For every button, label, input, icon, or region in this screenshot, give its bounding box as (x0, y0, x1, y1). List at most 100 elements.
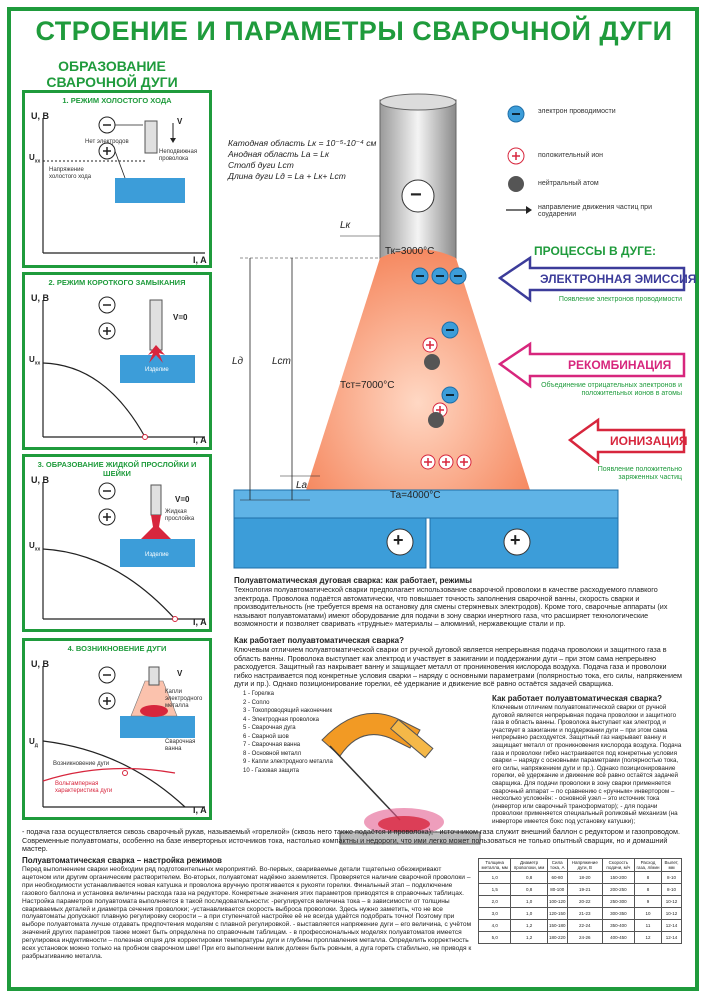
process-ionization-sub: Появление положительно заряженных частиц (597, 466, 682, 481)
y-axis-label: U, B (31, 659, 49, 669)
part-label: Изделие (145, 367, 169, 373)
process-recombination-sub: Объединение отрицательных электронов и п… (541, 382, 682, 397)
page-title: СТРОЕНИЕ И ПАРАМЕТРЫ СВАРОЧНОЙ ДУГИ (35, 16, 673, 46)
electrode-minus-sign: − (410, 184, 422, 206)
panel-title: 2. РЕЖИМ КОРОТКОГО ЗАМЫКАНИЯ (48, 278, 186, 287)
panel-liquid-layer: 3. ОБРАЗОВАНИЕ ЖИДКОЙ ПРОСЛОЙКИ И ШЕЙКИ … (22, 454, 212, 632)
panel-arc-ignition: 4. ВОЗНИКНОВЕНИЕ ДУГИ U, B I, A Uд V Кап… (22, 638, 212, 820)
section1-heading: Полуавтоматическая дуговая сварка: как р… (234, 576, 473, 585)
volt-ampere-curve (42, 362, 146, 438)
panel-title: 1. РЕЖИМ ХОЛОСТОГО ХОДА (62, 96, 172, 105)
section2-heading: Как работает полуавтоматическая сварка? (234, 636, 404, 645)
formula-anode: Анодная область Lа = Lк (228, 149, 329, 159)
volt-ampere-curve (42, 740, 186, 808)
process-emission-sub: Появление электронов проводимости (558, 296, 682, 303)
part-label: Изделие (145, 552, 169, 558)
workpiece (120, 716, 195, 738)
cathode-temp: Тк=3000°С (385, 246, 435, 257)
workpiece (120, 539, 195, 567)
v-label: V (177, 669, 183, 678)
lk-label: Lк (340, 220, 351, 231)
spark-icon (148, 345, 165, 363)
section3-body: Ключевым отличием полуавтоматической сва… (492, 704, 682, 825)
formula-column: Столб дуги Lст (228, 160, 294, 170)
section4-heading: Полуавтоматическая сварка – настройка ре… (22, 856, 222, 865)
wire-electrode (144, 120, 158, 154)
v-label: V=0 (173, 313, 188, 322)
weld-pool (140, 705, 168, 717)
section3-heading: Как работает полуавтоматическая сварка? (492, 694, 662, 703)
subtitle: ОБРАЗОВАНИЕ СВАРОЧНОЙ ДУГИ (46, 58, 178, 90)
note-arc-characteristic: Вольтамперная характеристика дуги (55, 781, 113, 794)
ud-label: Uд (29, 737, 38, 749)
legend-atom-label: нейтральный атом (538, 180, 599, 187)
x-axis-label: I, A (193, 435, 207, 445)
bottom-text: - подача газа осуществляется сквозь свар… (22, 827, 680, 854)
y-axis-label: U, B (31, 293, 49, 303)
volt-ampere-curve (42, 548, 176, 620)
plus-sign-left: + (393, 530, 404, 550)
legend-arrow-label: направление движения частиц при соударен… (538, 204, 652, 218)
note-liquid-layer: Жидкая прослойка (165, 509, 195, 522)
workpiece (115, 178, 185, 203)
arc-ignition-diagram (42, 666, 205, 808)
liquid-layer-diagram (42, 482, 205, 622)
anode-temp: Та=4000°С (390, 490, 441, 501)
x-axis-label: I, A (193, 617, 207, 627)
process-emission: ЭЛЕКТРОННАЯ ЭМИССИЯ (540, 272, 697, 286)
formula-length: Длина дуги Lд = Lа + Lк+ Lст (228, 171, 346, 181)
ld-label: Lд (232, 356, 244, 367)
legend-electron-label: электрон проводимости (538, 108, 616, 115)
ux-label: Uхх (29, 541, 41, 553)
x-axis-label: I, A (193, 805, 207, 815)
lst-label: Lст (272, 356, 291, 367)
v-label: V (177, 117, 183, 126)
processes-title: ПРОЦЕССЫ В ДУГЕ: (534, 244, 656, 258)
wire-electrode (148, 666, 160, 686)
short-circuit-diagram (42, 296, 205, 440)
process-ionization: ИОНИЗАЦИЯ (610, 434, 688, 448)
la-label: Lа (296, 480, 308, 491)
panel-title: 4. ВОЗНИКНОВЕНИЕ ДУГИ (67, 644, 167, 653)
formula-cathode: Катодная область Lк = 10⁻⁵-10⁻⁴ см (228, 138, 377, 148)
wire-electrode (149, 299, 163, 351)
liquid-neck (141, 515, 171, 539)
section4-body: Перед выполнением сварки необходим ряд п… (22, 866, 472, 960)
column-temp: Тст=7000°С (340, 380, 395, 391)
workpiece (120, 355, 195, 383)
panel-short-circuit: 2. РЕЖИМ КОРОТКОГО ЗАМЫКАНИЯ U, B I, A U… (22, 272, 212, 450)
note-arc-ignition: Возникновение дуги (53, 761, 110, 767)
note-no-electrodes: Нет электродов (85, 139, 129, 145)
formula-block: Катодная область Lк = 10⁻⁵-10⁻⁴ см Анодн… (228, 138, 376, 182)
y-axis-label: U, B (31, 111, 49, 121)
v-label: V=0 (175, 495, 190, 504)
note-weld-pool: Сварочная ванна (165, 739, 196, 752)
ux-label: Uхх (29, 355, 41, 367)
arc-characteristic-curve (42, 767, 176, 782)
section2-body: Ключевым отличием полуавтоматической сва… (234, 645, 682, 689)
wire-electrode (150, 484, 162, 516)
note-idle-voltage: Напряжение холостого хода (49, 167, 92, 180)
note-wire: Неподвижная проволока (159, 149, 198, 162)
legend-ion-label: положительный ион (538, 152, 604, 159)
plus-sign-right: + (510, 530, 521, 550)
panel-idle-mode: 1. РЕЖИМ ХОЛОСТОГО ХОДА U, B I, A Uхх V … (22, 90, 212, 268)
section1-body: Технология полуавтоматической сварки пре… (234, 585, 668, 629)
idle-mode-diagram (42, 116, 205, 254)
poster-frame (7, 7, 699, 991)
process-recombination: РЕКОМБИНАЦИЯ (568, 358, 672, 372)
note-drops: Капли электродного металла (165, 689, 203, 709)
y-axis-label: U, B (31, 475, 49, 485)
x-axis-label: I, A (193, 255, 207, 265)
ux-label: Uхх (29, 153, 41, 165)
panel-title: 3. ОБРАЗОВАНИЕ ЖИДКОЙ ПРОСЛОЙКИ И ШЕЙКИ (37, 460, 197, 478)
